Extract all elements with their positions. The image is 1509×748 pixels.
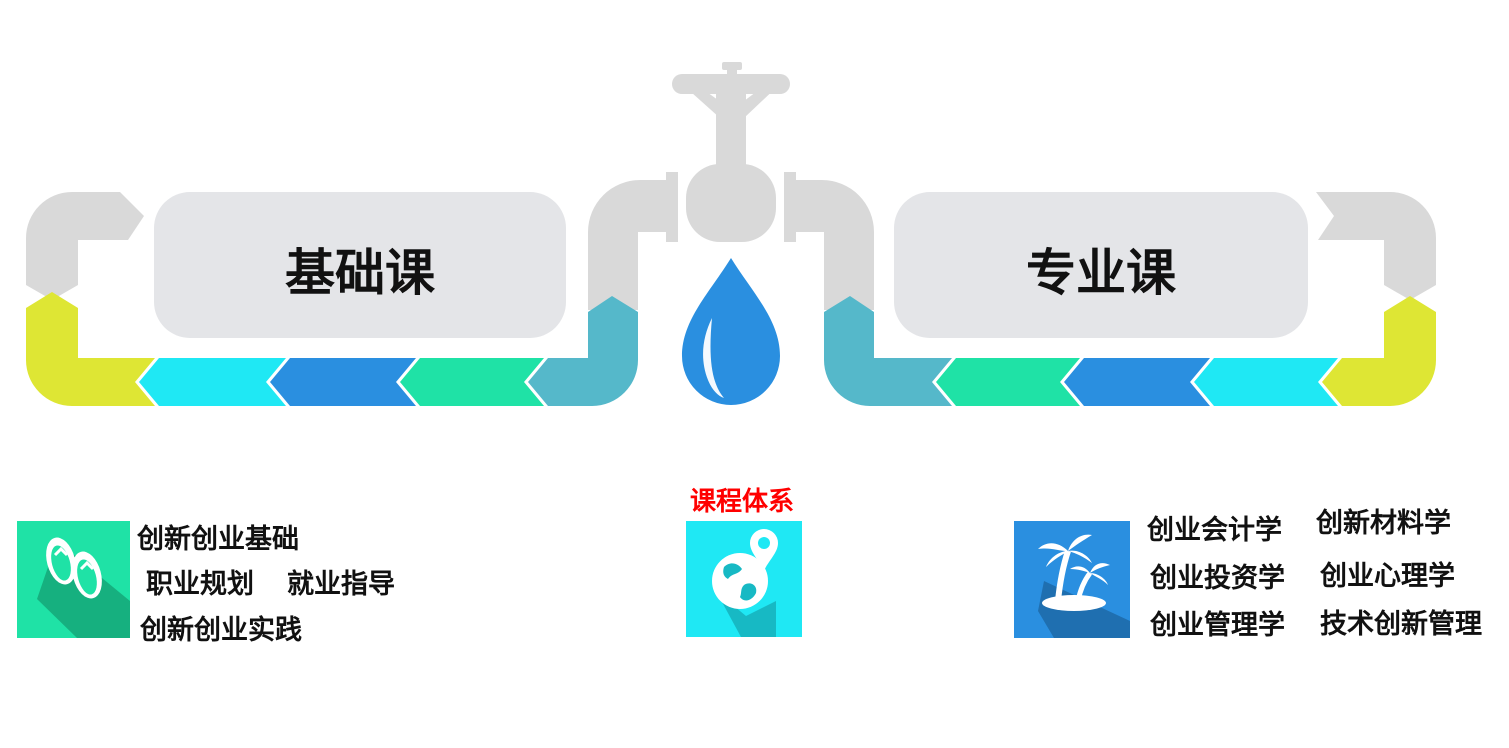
left-pipe-blue [270,358,416,406]
flip-flops-icon [17,521,130,638]
left-item-4: 创新创业实践 [140,617,302,644]
left-item-1: 创新创业基础 [137,526,299,553]
right-panel-title: 专业课 [1026,244,1177,302]
left-panel-title: 基础课 [285,244,436,302]
left-icon-tile [17,521,130,638]
right-item-6: 技术创新管理 [1320,611,1482,638]
right-pipe-cyan [1194,358,1338,406]
globe-location-icon [686,521,802,637]
center-title: 课程体系 [680,481,804,518]
palm-island-icon [1014,521,1130,638]
left-item-3: 就业指导 [287,571,395,598]
left-pipe-cyan [139,358,286,406]
right-bracket-gray [1316,192,1436,300]
left-item-2: 职业规划 [146,571,254,598]
water-drop-icon [682,258,780,405]
right-item-3: 创业投资学 [1150,565,1285,592]
right-item-2: 创新材料学 [1316,510,1451,537]
left-bracket-gray [26,192,144,300]
right-item-4: 创业心理学 [1320,563,1455,590]
right-pipe-lime [1322,296,1436,406]
right-pipe-blue [1064,358,1210,406]
right-icon-tile [1014,521,1130,638]
center-icon-tile [686,521,802,637]
right-pipe-green [936,358,1080,406]
left-pipe-green [400,358,544,406]
left-pipe-lime [26,292,155,406]
right-item-5: 创业管理学 [1150,612,1285,639]
right-item-1: 创业会计学 [1147,517,1282,544]
